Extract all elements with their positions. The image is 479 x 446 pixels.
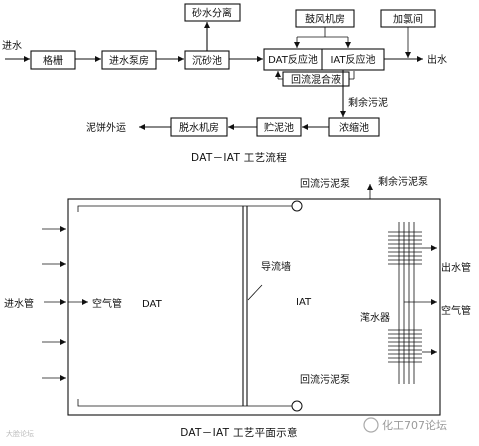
tank-outline [67,198,441,416]
outlet-label: 出水 [427,53,447,66]
decanter-comb-top [388,231,422,265]
iat-zone-label: IAT [296,297,312,308]
grit-chamber-label: 沉砂池 [192,54,222,67]
plan-caption: DAT－IAT 工艺平面示意 [180,426,298,439]
outlet-pipe-label: 出水管 [441,261,471,274]
decanter-comb-bottom [388,329,422,363]
decanter-label: 滗水器 [360,311,390,324]
sludge-storage-label: 贮泥池 [264,121,294,134]
left-watermark: 大脸论坛 [6,429,34,438]
bottom-return-pipe [77,399,292,407]
dewatering-house-label: 脱水机房 [179,121,219,134]
grit-separation-box [184,3,241,22]
watermarks: 化工707论坛 大脸论坛 [6,417,447,438]
plan-view: 回流污泥泵 回流污泥泵 剩余污泥泵 进水管 空气管 DAT 导流墙 IAT [4,175,471,439]
baffle-wall-leader [247,284,263,301]
cake-disposal-label: 泥饼外运 [86,121,126,134]
excess-sludge-pump-label: 剩余污泥泵 [378,175,428,188]
return-sludge-pump-bottom [291,400,303,412]
inlet-label: 进水 [2,40,22,52]
dat-zone-label: DAT [142,299,163,310]
excess-sludge-label: 剩余污泥 [348,96,388,109]
dat-reactor-label: DAT反应池 [268,53,318,66]
blower-house-label: 鼓风机房 [305,13,345,26]
grit-separation-label: 砂水分离 [192,7,232,20]
inlet-pump-house-box [101,50,157,70]
iat-reactor-label: IAT反应池 [330,53,375,66]
return-mixed-liquor-label: 回流混合液 [291,73,341,86]
thickener-label: 浓缩池 [339,121,369,134]
inlet-pump-house-label: 进水泵房 [109,54,149,67]
inlet-pipe-label: 进水管 [4,297,34,310]
bar-screen-box [30,50,76,70]
baffle-wall-label: 导流墙 [261,260,291,273]
flow-caption: DAT－IAT 工艺流程 [191,151,287,164]
return-sludge-pump-top-label: 回流污泥泵 [300,177,350,190]
flow-chart: 进水 格栅 进水泵房 沉砂池 砂水分离 DAT反应池 IAT反应池 鼓风机房 加 [2,3,447,164]
decanter-rails [398,222,415,384]
top-return-pipe [77,205,292,212]
forum-watermark: 化工707论坛 [382,418,447,432]
dat-air-pipe-label: 空气管 [92,297,122,310]
chlorination-room-label: 加氯间 [393,13,423,26]
forum-logo-icon [363,417,379,433]
return-sludge-pump-bottom-label: 回流污泥泵 [300,373,350,386]
right-air-pipe-label: 空气管 [441,304,471,317]
bar-screen-label: 格栅 [43,54,63,67]
return-sludge-pump-top [291,200,303,212]
